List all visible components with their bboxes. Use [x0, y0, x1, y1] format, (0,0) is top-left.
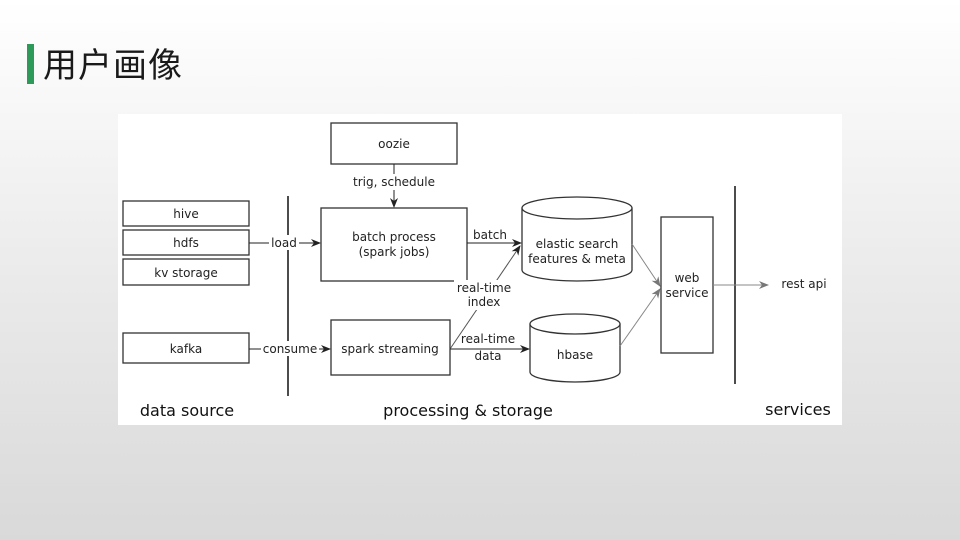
edge-hbase-to-web: [619, 288, 661, 347]
section-services: services: [765, 400, 831, 419]
service-label: service: [666, 286, 709, 300]
source-hdfs: hdfs: [122, 229, 250, 256]
title-accent-bar: [27, 44, 34, 84]
node-batch-process: batch process (spark jobs): [320, 207, 468, 282]
realtime-data-label-2: data: [474, 349, 501, 363]
node-elastic-search: elastic search features & meta: [521, 196, 633, 282]
source-hive: hive: [122, 200, 250, 227]
rest-api-label: rest api: [781, 277, 826, 291]
realtime-data-label-1: real-time: [461, 332, 515, 346]
realtime-index-label-2: index: [468, 295, 501, 309]
realtime-index-label-1: real-time: [457, 281, 511, 295]
features-meta-label: features & meta: [528, 252, 626, 266]
diagram-canvas: hive hdfs kv storage kafka oozie trig, s…: [122, 122, 831, 420]
batch-process-label: batch process: [352, 230, 436, 244]
consume-label: consume: [263, 342, 317, 356]
hdfs-label: hdfs: [173, 236, 199, 250]
node-hbase: hbase: [529, 313, 621, 383]
oozie-label: oozie: [378, 137, 410, 151]
batch-label: batch: [473, 228, 507, 242]
kafka-label: kafka: [170, 342, 202, 356]
load-label: load: [271, 236, 297, 250]
spark-jobs-label: (spark jobs): [359, 245, 430, 259]
edge-label-bg: [269, 235, 299, 250]
elastic-search-label: elastic search: [536, 237, 619, 251]
section-data-source: data source: [140, 401, 234, 420]
architecture-diagram: hive hdfs kv storage kafka oozie trig, s…: [118, 114, 842, 425]
web-label: web: [675, 271, 700, 285]
kv-storage-label: kv storage: [154, 266, 217, 280]
hive-label: hive: [173, 207, 198, 221]
spark-streaming-label: spark streaming: [341, 342, 439, 356]
hbase-label: hbase: [557, 348, 593, 362]
source-kafka: kafka: [122, 332, 250, 364]
node-oozie: oozie: [330, 122, 458, 165]
trig-schedule-label: trig, schedule: [353, 175, 435, 189]
edge-label-bg: [454, 280, 512, 310]
section-processing-storage: processing & storage: [383, 401, 553, 420]
node-spark-streaming: spark streaming: [330, 319, 451, 376]
edge-label-bg: [332, 174, 456, 190]
edge-elastic-to-web: [631, 243, 661, 287]
edge-label-bg: [261, 341, 319, 356]
node-web-service: web service: [660, 216, 714, 354]
slide-title: 用户画像: [43, 46, 183, 86]
source-kv-storage: kv storage: [122, 258, 250, 286]
